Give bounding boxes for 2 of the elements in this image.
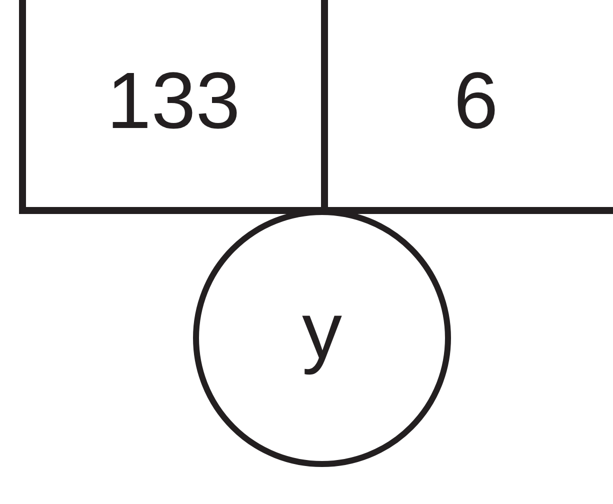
node-text: 6 — [454, 61, 498, 141]
node-text: 133 — [106, 61, 240, 141]
